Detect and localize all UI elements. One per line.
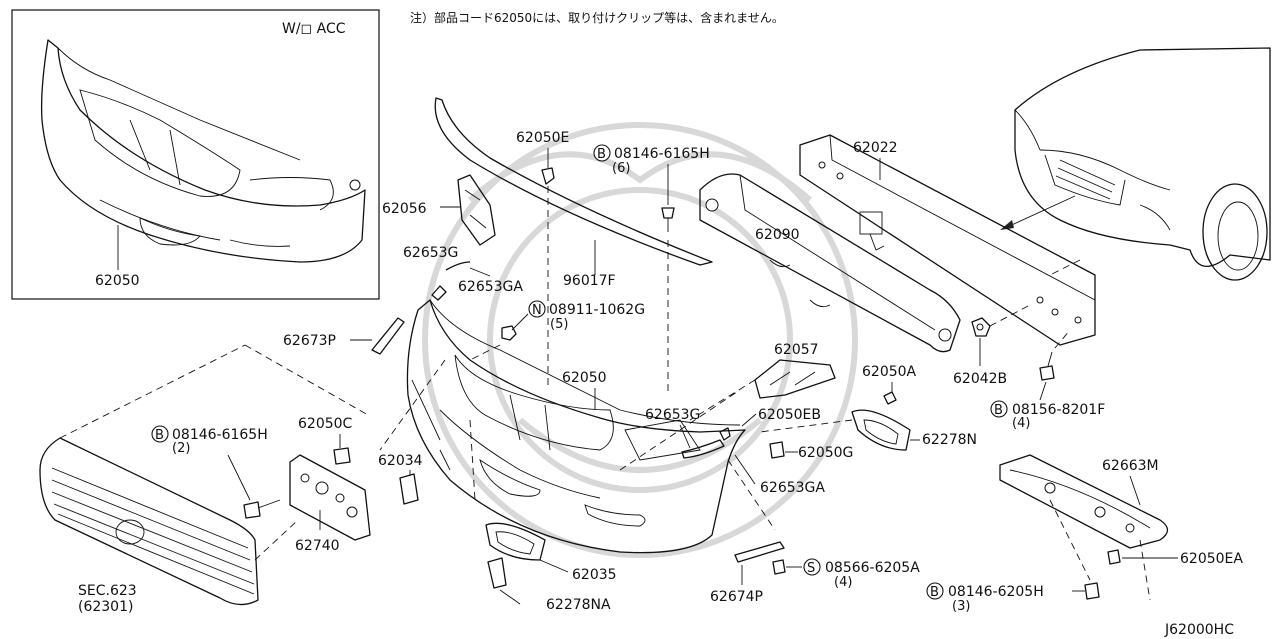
label-62035: 62035 <box>572 567 617 583</box>
svg-text:B: B <box>155 428 164 443</box>
label-screw-code: 08566-6205A <box>825 560 920 576</box>
label-bolt-d-qty: (3) <box>952 599 970 614</box>
label-bolt-a-code: 08146-6165H <box>614 146 710 162</box>
label-sec-62301: (62301) <box>78 599 133 615</box>
inset-bumper-fascia <box>40 39 366 263</box>
part-96017F-molding <box>434 97 713 266</box>
label-sec-623: SEC.623 <box>78 583 137 599</box>
watermark <box>422 122 858 558</box>
bolt-08156-8201F: B 08156-8201F (4) <box>990 329 1105 431</box>
part-62022-reinforcement <box>799 134 1096 346</box>
screw-s-symbol <box>803 558 821 576</box>
label-62674P: 62674P <box>710 589 763 605</box>
part-62278N-cover <box>851 409 911 451</box>
part-62090-absorber <box>699 173 961 353</box>
bolt-08146-6165H-top: B 08146-6165H (6) <box>593 144 710 395</box>
label-62663M: 62663M <box>1102 458 1159 474</box>
part-62035-fog-cover <box>485 522 546 561</box>
label-62653GA-top: 62653GA <box>458 279 523 295</box>
inset-panel: W/◻ ACC 62050 <box>11 9 380 300</box>
inset-title: W/◻ ACC <box>282 21 346 37</box>
label-nut-qty: (5) <box>550 317 568 332</box>
screw-08566-6205A: S 08566-6205A (4) <box>772 558 920 590</box>
part-62278NA <box>487 557 507 589</box>
part-62050E-clip <box>541 167 555 185</box>
label-bolt-a-qty: (6) <box>612 161 630 176</box>
part-62042B-nut <box>971 304 1031 366</box>
label-bolt-c-code: 08146-6165H <box>172 427 268 443</box>
bolt-b-symbol-3 <box>151 425 169 443</box>
header-note: 注）部品コード62050には、取り付けクリップ等は、含まれません。 <box>410 10 784 25</box>
part-62674P <box>734 541 785 563</box>
label-62050E: 62050E <box>516 130 569 146</box>
part-62663M-undercover <box>999 454 1169 549</box>
label-bolt-b-qty: (4) <box>1012 416 1030 431</box>
label-62278N: 62278N <box>922 432 977 448</box>
label-62050A: 62050A <box>862 364 917 380</box>
bolt-b-symbol-2 <box>990 400 1008 418</box>
diagram-id: J62000HC <box>1164 622 1234 638</box>
label-62056: 62056 <box>382 201 427 217</box>
bolt-08146-6205H: B 08146-6205H (3) <box>926 582 1100 614</box>
label-62653G-mid: 62653G <box>645 407 700 423</box>
part-62740-license-bracket <box>289 454 371 541</box>
part-grille-sec623 <box>39 437 259 606</box>
svg-text:B: B <box>930 585 939 600</box>
label-nut-code: 08911-1062G <box>549 302 645 318</box>
bolt-b-symbol <box>593 144 611 162</box>
part-62056-bracket <box>457 174 496 246</box>
label-62050-main: 62050 <box>562 370 607 386</box>
label-62050EB: 62050EB <box>758 407 821 423</box>
label-62034: 62034 <box>378 453 423 469</box>
label-bolt-c-qty: (2) <box>172 441 190 456</box>
label-62050EA: 62050EA <box>1180 551 1243 567</box>
svg-text:S: S <box>807 561 815 576</box>
part-62057-bracket <box>754 359 836 399</box>
nut-08911-1062G: N 08911-1062G (5) <box>501 300 645 341</box>
bolt-08146-6165H-left: B 08146-6165H (2) <box>151 425 281 519</box>
label-96017F: 96017F <box>563 273 616 289</box>
label-bolt-d-code: 08146-6205H <box>948 584 1044 600</box>
label-62042B: 62042B <box>953 371 1007 387</box>
label-62022: 62022 <box>853 140 898 156</box>
svg-text:N: N <box>532 303 542 318</box>
label-62090: 62090 <box>755 227 800 243</box>
inset-frame <box>11 9 380 300</box>
svg-text:B: B <box>597 147 606 162</box>
bolt-b-symbol-4 <box>926 582 944 600</box>
svg-text:B: B <box>994 403 1003 418</box>
label-screw-qty: (4) <box>834 575 852 590</box>
nut-n-symbol <box>528 300 546 318</box>
label-62050C: 62050C <box>298 416 353 432</box>
label-62653GA-low: 62653GA <box>760 480 825 496</box>
label-62653G-top: 62653G <box>403 245 458 261</box>
label-62057: 62057 <box>774 342 819 358</box>
label-62050G: 62050G <box>798 445 853 461</box>
label-bolt-b-code: 08156-8201F <box>1012 402 1105 418</box>
part-62050-bumper-fascia <box>406 299 746 554</box>
label-62740: 62740 <box>295 538 340 554</box>
label-62278NA: 62278NA <box>546 597 611 613</box>
label-inset-62050: 62050 <box>95 273 140 289</box>
label-62673P: 62673P <box>283 333 336 349</box>
car-front-view <box>1000 47 1271 281</box>
part-62673P <box>371 317 405 355</box>
